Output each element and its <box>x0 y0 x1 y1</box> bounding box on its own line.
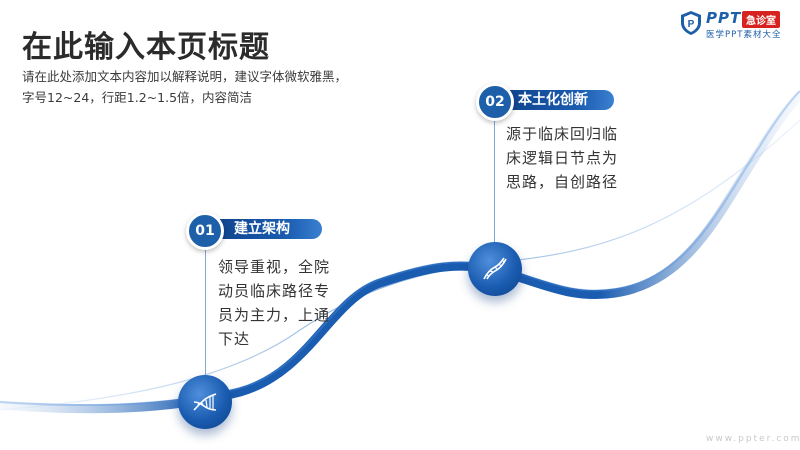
dna-icon <box>193 393 217 411</box>
step-2-number: 02 <box>476 83 514 121</box>
step-1-label: 建立架构 <box>234 221 290 237</box>
step-2-connector <box>494 112 495 242</box>
step-1-node <box>178 375 232 429</box>
step-1-connector <box>205 240 206 375</box>
watermark: www.ppter.com <box>706 434 800 444</box>
step-2-description: 源于临床回归临床逻辑日节点为思路，自创路径 <box>506 125 619 191</box>
shield-icon: P <box>681 11 701 35</box>
page-title: 在此输入本页标题 <box>22 30 270 65</box>
step-1-tag: 01 建立架构 <box>186 212 326 250</box>
step-2-tag: 02 本土化创新 <box>476 83 616 121</box>
logo-subtitle: 医学PPT素材大全 <box>706 30 782 40</box>
step-1-tag-bar <box>202 219 322 239</box>
step-1-description: 领导重视，全院动员临床路径专员为主力，上通下达 <box>218 258 331 348</box>
brand-logo: P PPT 急诊室 医学PPT素材大全 <box>680 8 792 42</box>
step-2-label: 本土化创新 <box>518 92 588 108</box>
logo-ppt-text: PPT <box>706 9 742 27</box>
step-1-number: 01 <box>186 212 224 250</box>
dna-icon <box>483 257 507 280</box>
step-2-tag-bar <box>492 90 614 110</box>
svg-text:P: P <box>688 19 695 30</box>
logo-badge: 急诊室 <box>742 11 780 28</box>
step-2-node <box>468 242 522 296</box>
page-subtitle: 请在此处添加文本内容加以解释说明，建议字体微软雅黑，字号12~24，行距1.2~… <box>22 69 348 105</box>
